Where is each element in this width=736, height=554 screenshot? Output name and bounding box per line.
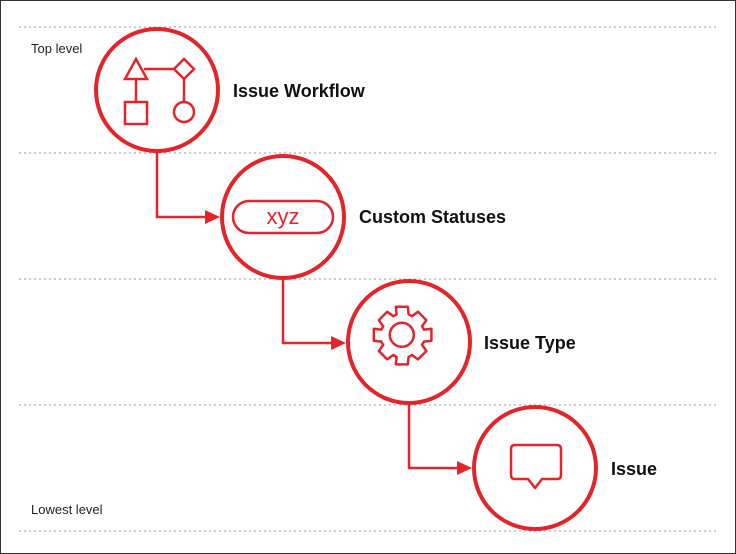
- top-level-label: Top level: [31, 41, 83, 56]
- node-circle-issue-workflow: [94, 27, 220, 153]
- connector-type-to-issue: [407, 405, 459, 470]
- status-pill-text: xyz: [267, 204, 300, 229]
- node-label-issue: Issue: [611, 459, 658, 479]
- connector-statuses-to-type: [281, 279, 333, 345]
- connectors: [155, 153, 459, 470]
- speech-bubble-icon: [509, 443, 563, 490]
- node-circle-issue-type: [346, 279, 472, 405]
- gear-icon: [372, 305, 433, 366]
- arrowhead-icon: [205, 210, 220, 224]
- status-pill-icon: xyz: [231, 199, 335, 235]
- connector-workflow-to-statuses: [155, 153, 207, 219]
- node-label-issue-type: Issue Type: [484, 333, 576, 353]
- level-dividers: [19, 26, 719, 532]
- node-circle-custom-statuses: [220, 154, 346, 280]
- arrowhead-icon: [457, 461, 472, 475]
- node-label-custom-statuses: Custom Statuses: [359, 207, 507, 227]
- node-circles: [94, 27, 598, 531]
- arrowhead-icon: [331, 336, 346, 350]
- node-label-issue-workflow: Issue Workflow: [233, 81, 365, 101]
- lowest-level-label: Lowest level: [31, 502, 103, 517]
- node-circle-issue: [472, 405, 598, 531]
- workflow-icon: [122, 56, 196, 126]
- arrowheads: [205, 210, 472, 475]
